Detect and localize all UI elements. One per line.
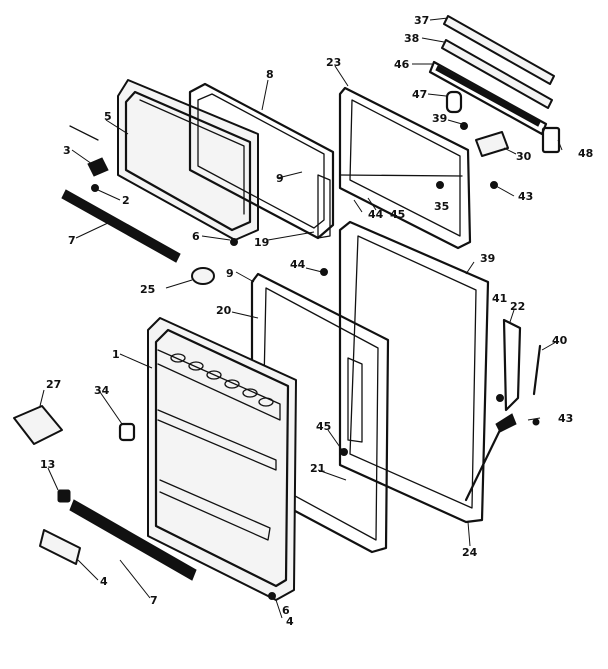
callout-40: 40 [552, 334, 568, 347]
callout-45-lower: 45 [316, 420, 331, 433]
lower-handle-strip [69, 499, 197, 581]
callout-23: 23 [326, 56, 341, 69]
callout-5: 5 [104, 110, 112, 123]
screw-6-upper [230, 238, 238, 246]
leader-lines [39, 17, 563, 619]
callout-38: 38 [404, 32, 419, 45]
callout-1: 1 [112, 348, 120, 361]
lower-handle-cap [39, 529, 81, 565]
callout-21: 21 [310, 462, 325, 475]
callout-3: 3 [63, 144, 71, 157]
callout-19: 19 [254, 236, 269, 249]
callout-7-upper: 7 [68, 234, 76, 247]
egg-tray [170, 353, 274, 407]
upper-handle-parts [69, 125, 109, 192]
callout-48: 48 [578, 147, 593, 160]
callout-6-upper: 6 [192, 230, 200, 243]
callout-44-upper: 44 [368, 208, 384, 221]
callout-27: 27 [46, 378, 61, 391]
trim-strips [428, 15, 555, 136]
callout-13: 13 [40, 458, 55, 471]
lower-door-panel [147, 317, 297, 601]
callout-22: 22 [510, 300, 525, 313]
callout-9-lower: 9 [226, 267, 234, 280]
lower-door-liner [338, 220, 490, 524]
screw-45 [340, 448, 348, 456]
callout-39-lower: 39 [480, 252, 495, 265]
callout-47: 47 [412, 88, 427, 101]
callout-8: 8 [266, 68, 274, 81]
upper-door-panel [117, 79, 259, 245]
part-25-clip [191, 267, 215, 285]
callout-39-upper: 39 [432, 112, 447, 125]
screw-6-lower [268, 592, 276, 600]
callout-25: 25 [140, 283, 155, 296]
callout-30: 30 [516, 150, 532, 163]
callout-4-lower: 4 [100, 575, 108, 588]
callout-7-lower: 7 [150, 594, 158, 607]
callout-35: 35 [434, 200, 449, 213]
upper-door-gasket [188, 82, 335, 240]
callout-44-lower: 44 [290, 258, 306, 271]
callout-34: 34 [94, 384, 110, 397]
callout-6-lower: 6 [282, 604, 290, 617]
upper-hinge-parts [436, 90, 561, 189]
upper-door-liner [338, 86, 472, 250]
callout-20: 20 [216, 304, 232, 317]
lower-hinge-parts [464, 318, 542, 502]
callout-45-upper: 45 [390, 208, 405, 221]
callout-46: 46 [394, 58, 410, 71]
callout-9-upper: 9 [276, 172, 284, 185]
small-parts-left [13, 405, 136, 503]
callout-43-lower: 43 [558, 412, 573, 425]
callout-24: 24 [462, 546, 478, 559]
callout-4-right: 4 [286, 615, 294, 628]
upper-handle-strip [61, 189, 181, 263]
callout-41: 41 [492, 292, 507, 305]
callout-labels: 1 2 3 4 4 5 6 6 7 7 8 9 9 13 19 20 21 22… [40, 14, 593, 628]
callout-43-upper: 43 [518, 190, 533, 203]
callout-2: 2 [122, 194, 130, 207]
callout-37: 37 [414, 14, 429, 27]
